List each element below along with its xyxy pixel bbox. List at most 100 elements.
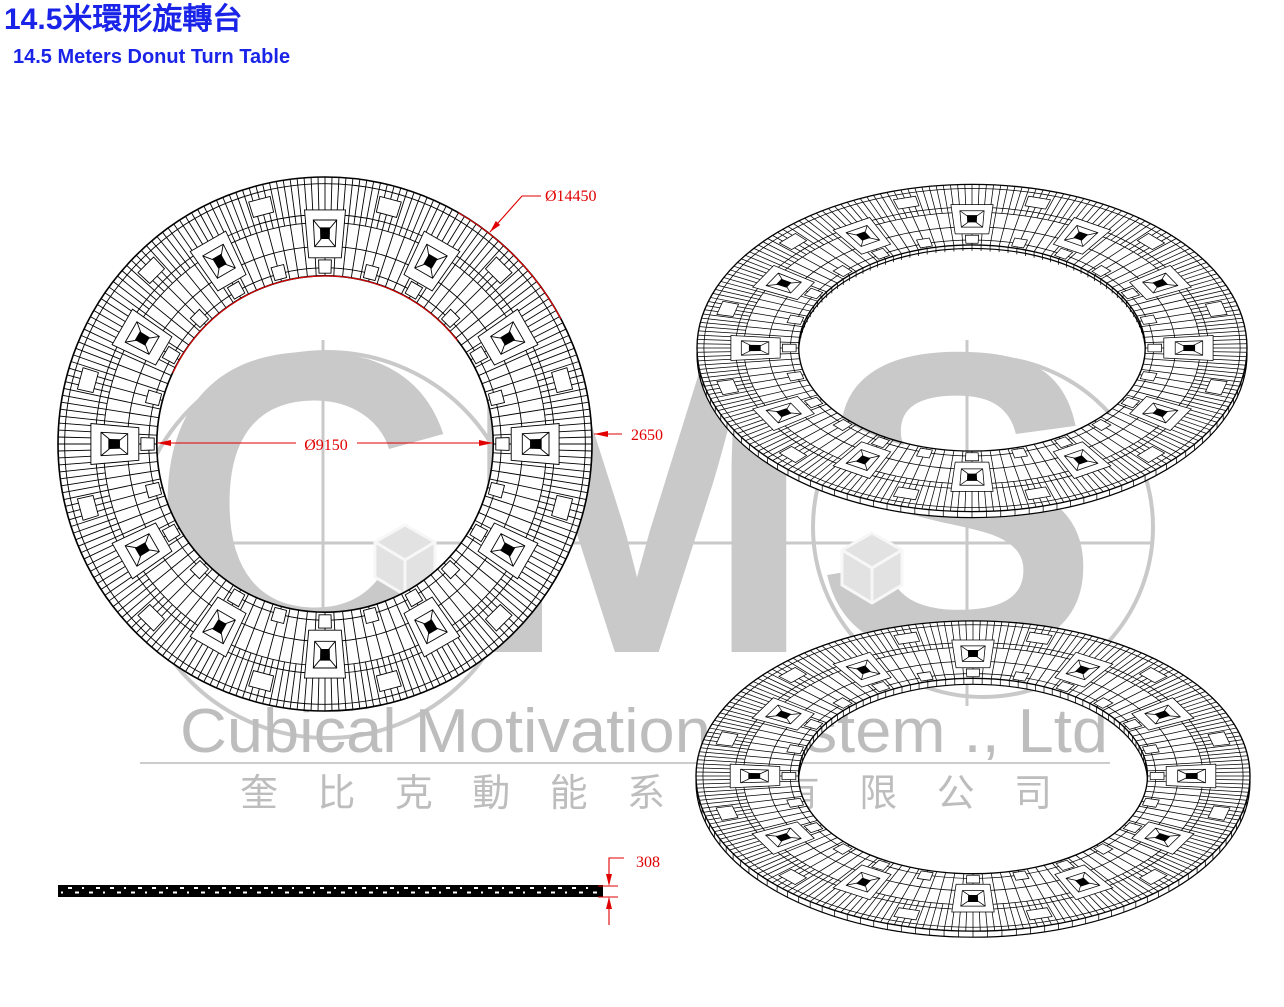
radial-beam [887,628,920,684]
roller-box [786,371,805,382]
side-view-gap [516,887,520,889]
radial-beam [70,361,166,393]
radial-beam [1141,369,1242,383]
frame-box [1024,195,1052,210]
radial-beam [1136,379,1234,399]
roller-box [965,234,979,244]
side-view-gap [166,887,168,889]
radial-beam [478,512,570,554]
side-view-gap [320,887,324,889]
radial-joist [500,281,538,310]
radial-beam [126,556,201,623]
radial-beam [757,678,838,715]
frame-box [137,256,166,285]
frame-box [716,379,740,396]
motor-brace [136,533,150,567]
radial-joist [289,179,297,225]
dimension-annotations: Ø14450 Ø9150 2650 308 [157,188,663,925]
motor-brace [740,769,769,784]
radial-joist [275,181,286,227]
radial-beam [156,236,220,314]
ring-chord [696,183,1248,513]
radial-joist [162,231,191,269]
radial-beam [393,199,435,291]
outer-diameter-leader [489,195,541,233]
roller-box [915,237,933,249]
radial-beam [228,194,266,288]
radial-beam [167,579,227,661]
radial-beam [1100,238,1177,280]
radial-beam [720,389,814,415]
side-view-gap [593,891,597,894]
isometric-view-upper [696,183,1248,519]
radial-beam [489,478,587,500]
radial-joist [60,472,106,480]
side-view-gap [362,887,366,889]
radial-beam [1112,408,1195,445]
roller-box [1141,744,1160,755]
radial-beam [1007,187,1030,248]
drive-hub [500,542,516,557]
radial-beam [1080,427,1146,476]
roller-box [786,797,805,808]
motor-brace [959,210,983,228]
motor-brace [860,225,868,247]
roller-box [440,308,461,329]
motor-brace [861,872,868,893]
drive-hub [1073,455,1089,465]
radial-beam [1042,198,1085,255]
roller-box [318,614,332,629]
radial-joist [1196,372,1243,379]
frame-box [716,300,740,317]
motor-brace [1142,410,1178,415]
motor-brace [1064,455,1098,464]
motor-brace [1144,713,1181,718]
side-view-gap [313,891,315,894]
motor-brace [100,433,128,457]
frame-box [375,670,402,693]
frame-box [248,195,275,218]
radial-beam [75,503,169,541]
roller-box [786,744,805,755]
motor-brace [1142,281,1178,286]
radial-beam [1143,363,1244,374]
radial-beam [1108,678,1189,715]
roller-box [318,259,332,274]
radial-beam [146,245,213,320]
radial-beam [117,549,195,613]
radial-joist [364,181,375,227]
roller-box [226,588,246,608]
side-view-gap [208,887,210,889]
radial-beam [215,199,257,291]
motor-brace [766,281,802,286]
radial-beam [990,873,1003,931]
ring-chord [695,620,1251,932]
side-view-gap [481,891,483,894]
radial-beam [1143,322,1244,333]
motor-brace [1078,659,1085,680]
radial-beam [942,185,955,246]
radial-beam [423,227,483,309]
roller-box [832,418,853,432]
motor-brace [216,609,224,644]
radial-beam [989,185,1002,246]
page-subtitle: 14.5 Meters Donut Turn Table [13,46,291,68]
watermark-company-chinese: 奎 比 克 動 能 系 統 有 限 公 司 [240,773,1052,815]
roller-box [495,437,510,451]
radial-beam [108,286,190,346]
frame-box [1138,868,1168,886]
roller-box [782,343,797,353]
side-view-gap [439,891,441,894]
radial-beam [1082,851,1148,897]
roller-box [870,247,891,260]
radial-beam [886,192,919,251]
side-view-gap [341,891,345,894]
radial-beam [296,178,308,277]
radial-beam [989,450,1002,511]
radial-beam [709,805,808,825]
radial-beam [492,461,591,473]
radial-joist [712,392,757,403]
ring-chord [702,624,1244,928]
side-view-gap [215,891,219,894]
inner-diameter-arrow-left [157,440,171,446]
